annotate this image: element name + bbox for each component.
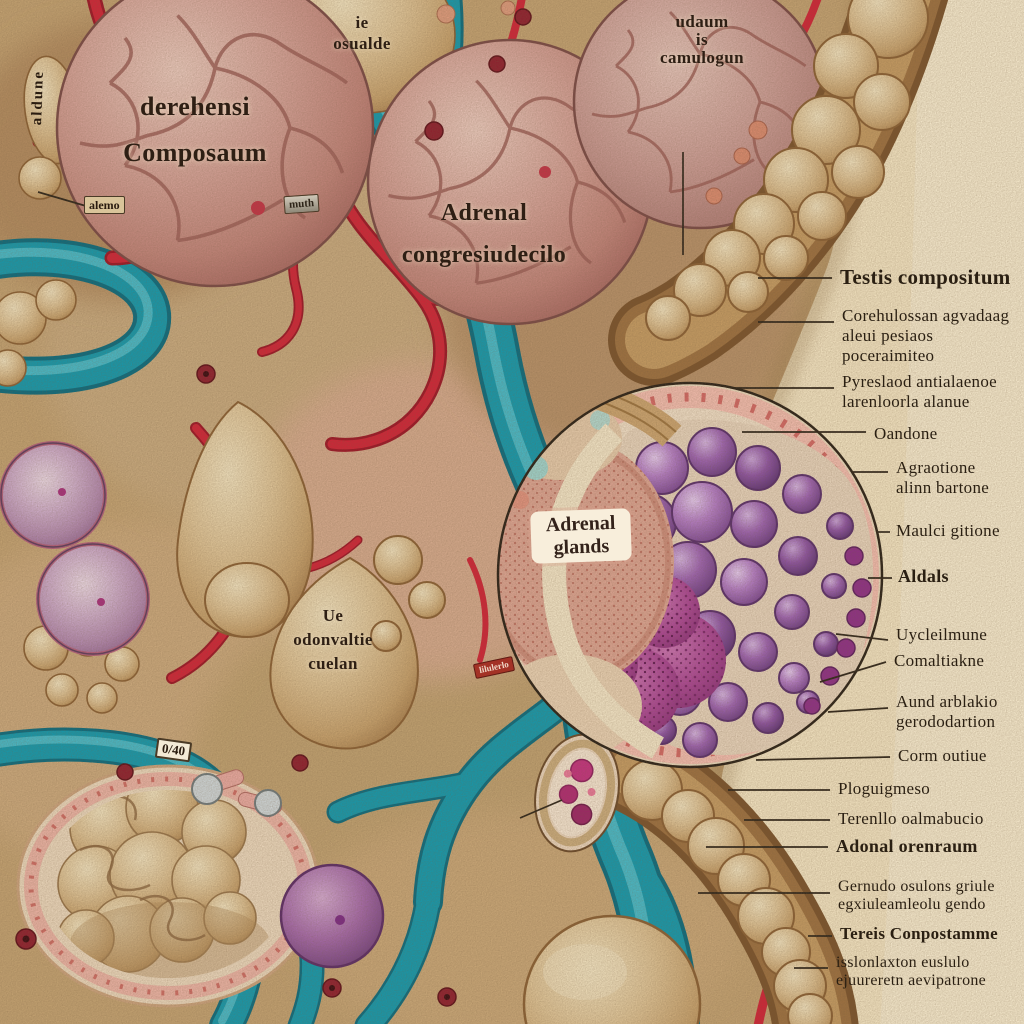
side-label-13: Adonal orenraum <box>836 836 978 856</box>
side-label-7: Uycleilmune <box>896 625 988 644</box>
side-label-3: Oandone <box>874 424 938 443</box>
capsule-vertical-label: aldune <box>29 69 47 126</box>
side-label-12: Terenllo oalmabucio <box>838 809 984 828</box>
side-label-10: Corm outiue <box>898 746 987 765</box>
side-label-testis-compositum: Testis compositum <box>840 265 1011 289</box>
specimen-tag-left: alemo <box>84 196 125 214</box>
side-label-6: Aldals <box>898 566 949 586</box>
side-label-5: Maulci gitione <box>896 521 1000 540</box>
specimen-tag-metal: muth <box>283 193 320 215</box>
side-label-15: Tereis Conpostamme <box>840 924 998 943</box>
side-label-8: Comaltiakne <box>894 651 985 670</box>
side-label-11: Ploguigmeso <box>838 779 931 798</box>
